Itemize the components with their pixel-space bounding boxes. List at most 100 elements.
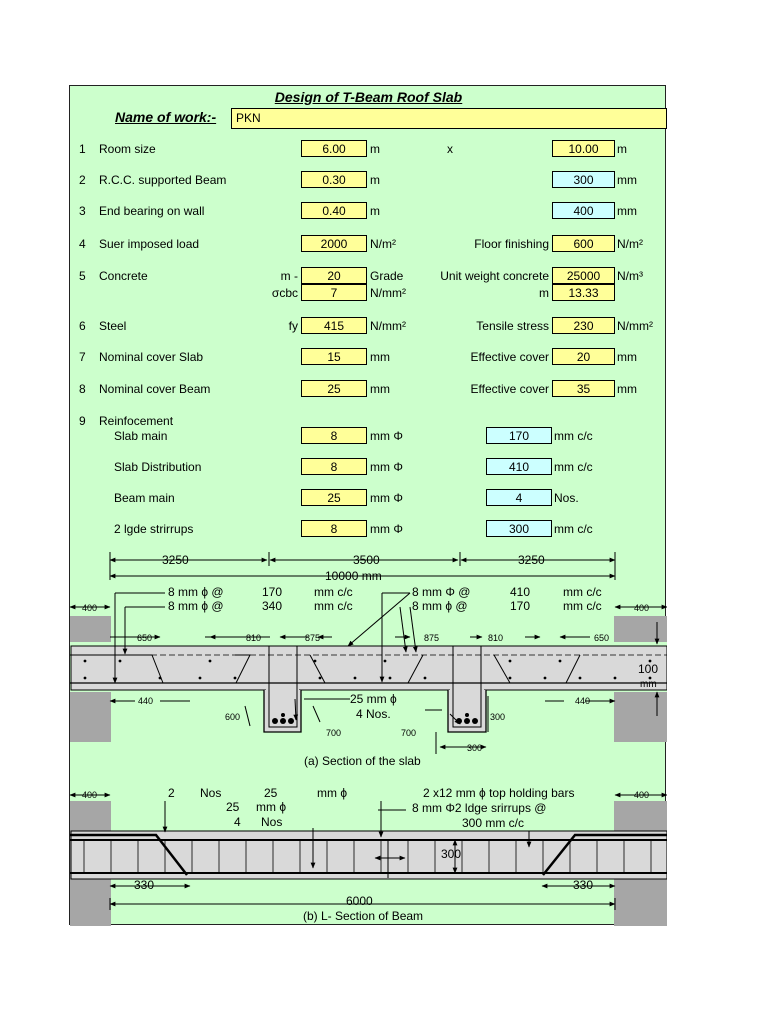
drawing-label: mm c/c xyxy=(563,599,602,613)
name-of-work-label: Name of work:- xyxy=(115,109,217,125)
row-right-label: Effective cover xyxy=(470,350,549,364)
page-title: Design of T-Beam Roof Slab xyxy=(274,89,463,105)
drawing-label: 400 xyxy=(82,790,97,800)
row-number: 7 xyxy=(79,350,86,364)
row-label: Steel xyxy=(99,319,127,333)
row-number: 5 xyxy=(79,269,86,283)
drawing-label: mm c/c xyxy=(314,599,353,613)
drawing-label: mm c/c xyxy=(314,585,353,599)
reinforcement-label: Beam main xyxy=(114,491,175,505)
drawing-label: 100 xyxy=(638,662,658,676)
row-right-value-field[interactable]: 230 xyxy=(552,317,615,334)
row-right-unit: mm xyxy=(617,350,637,364)
dim-3500: 3500 xyxy=(353,553,380,567)
drawing-label: 300 mm c/c xyxy=(462,816,524,830)
row-value-field[interactable]: 6.00 xyxy=(301,140,367,157)
row-right-value-field[interactable]: 20 xyxy=(552,348,615,365)
row-right-unit: m xyxy=(617,142,627,156)
reinforcement-right-unit: mm c/c xyxy=(554,460,593,474)
drawing-label: 400 xyxy=(634,790,649,800)
row-label: Suer imposed load xyxy=(99,237,200,251)
row-value-field[interactable]: 20 xyxy=(301,267,367,284)
row-unit: N/mm² xyxy=(370,319,406,333)
reinforcement-dia-field[interactable]: 25 xyxy=(301,489,367,506)
row-value-field[interactable]: 25 xyxy=(301,380,367,397)
drawing-label: mm xyxy=(640,679,657,690)
row-right-label: x xyxy=(447,142,453,156)
row-unit: Grade xyxy=(370,269,404,283)
dim-3250-right: 3250 xyxy=(518,553,545,567)
drawing-label: 2 xyxy=(168,786,175,800)
name-of-work-field[interactable]: PKN xyxy=(231,108,667,129)
reinforcement-dia-field[interactable]: 8 xyxy=(301,520,367,537)
reinforcement-dia-field[interactable]: 8 xyxy=(301,427,367,444)
caption-section-b: (b) L- Section of Beam xyxy=(303,909,423,923)
drawing-label: mm ϕ xyxy=(317,786,347,800)
reinforcement-unit: mm Φ xyxy=(370,522,403,536)
row-label: Concrete xyxy=(99,269,148,283)
row-right-value-field[interactable]: 35 xyxy=(552,380,615,397)
row-number: 2 xyxy=(79,173,86,187)
row-unit: m xyxy=(370,173,380,187)
drawing-label: 8 mm ϕ @ xyxy=(412,599,468,613)
row-right-unit: mm xyxy=(617,204,637,218)
row-unit: N/mm² xyxy=(370,286,406,300)
row-unit: N/m² xyxy=(370,237,396,251)
reinforcement-spacing-field[interactable]: 410 xyxy=(486,458,552,475)
row-number: 3 xyxy=(79,204,86,218)
row-value-field[interactable]: 7 xyxy=(301,284,367,301)
row-right-label: Effective cover xyxy=(470,382,549,396)
row-value-field[interactable]: 0.40 xyxy=(301,202,367,219)
drawing-label: 300 xyxy=(441,847,461,861)
row-right-value-field[interactable]: 25000 xyxy=(552,267,615,284)
drawing-label: 340 xyxy=(262,599,282,613)
drawing-label: 400 xyxy=(634,603,649,613)
row-right-value-field[interactable]: 10.00 xyxy=(552,140,615,157)
reinforcement-right-unit: mm c/c xyxy=(554,522,593,536)
drawing-label: 410 xyxy=(510,585,530,599)
drawing-label: 8 mm ϕ @ xyxy=(168,585,224,599)
row-right-unit: mm xyxy=(617,382,637,396)
drawing-label: 8 mm Φ2 ldge srirrups @ xyxy=(412,801,546,815)
reinforcement-dia-field[interactable]: 8 xyxy=(301,458,367,475)
drawing-label: mm c/c xyxy=(563,585,602,599)
drawing-label: 330 xyxy=(134,878,154,892)
row-right-unit: N/m³ xyxy=(617,269,643,283)
row-label: Nominal cover Slab xyxy=(99,350,204,364)
row-prefix: fy xyxy=(288,319,298,333)
row-value-field[interactable]: 0.30 xyxy=(301,171,367,188)
row-prefix: σcbc xyxy=(271,286,298,300)
row-right-value-field[interactable]: 400 xyxy=(552,202,615,219)
row-unit: mm xyxy=(370,350,390,364)
drawing-label: 650 xyxy=(594,633,609,643)
design-sheet: Design of T-Beam Roof Slab Name of work:… xyxy=(69,85,667,926)
drawing-label: 6000 xyxy=(346,894,373,908)
beam-longitudinal xyxy=(70,830,667,880)
drawing-label: 25 xyxy=(264,786,278,800)
row-right-label: m xyxy=(539,286,549,300)
dim-10000: 10000 mm xyxy=(325,569,382,583)
row-unit: m xyxy=(370,204,380,218)
drawing-label: 875 xyxy=(305,633,320,643)
row-right-value-field[interactable]: 600 xyxy=(552,235,615,252)
drawing-label: 300 xyxy=(467,743,482,753)
drawing-label: 400 xyxy=(82,603,97,613)
row-right-value-field[interactable]: 13.33 xyxy=(552,284,615,301)
drawing-label: 4 xyxy=(234,815,241,829)
reinforcement-right-unit: Nos. xyxy=(554,491,579,505)
reinforcement-spacing-field[interactable]: 300 xyxy=(486,520,552,537)
row-right-unit: N/m² xyxy=(617,237,643,251)
row-value-field[interactable]: 415 xyxy=(301,317,367,334)
reinforcement-label: Slab main xyxy=(114,429,168,443)
row-label: R.C.C. supported Beam xyxy=(99,173,227,187)
row-right-value-field[interactable]: 300 xyxy=(552,171,615,188)
reinforcement-spacing-field[interactable]: 170 xyxy=(486,427,552,444)
drawing-label: 8 mm ϕ @ xyxy=(168,599,224,613)
reinforcement-spacing-field[interactable]: 4 xyxy=(486,489,552,506)
dim-3250-left: 3250 xyxy=(162,553,189,567)
row-number: 8 xyxy=(79,382,86,396)
row-value-field[interactable]: 2000 xyxy=(301,235,367,252)
row-value-field[interactable]: 15 xyxy=(301,348,367,365)
drawing-label: 2 x12 mm ϕ top holding bars xyxy=(423,786,574,800)
drawing-label: 875 xyxy=(424,633,439,643)
